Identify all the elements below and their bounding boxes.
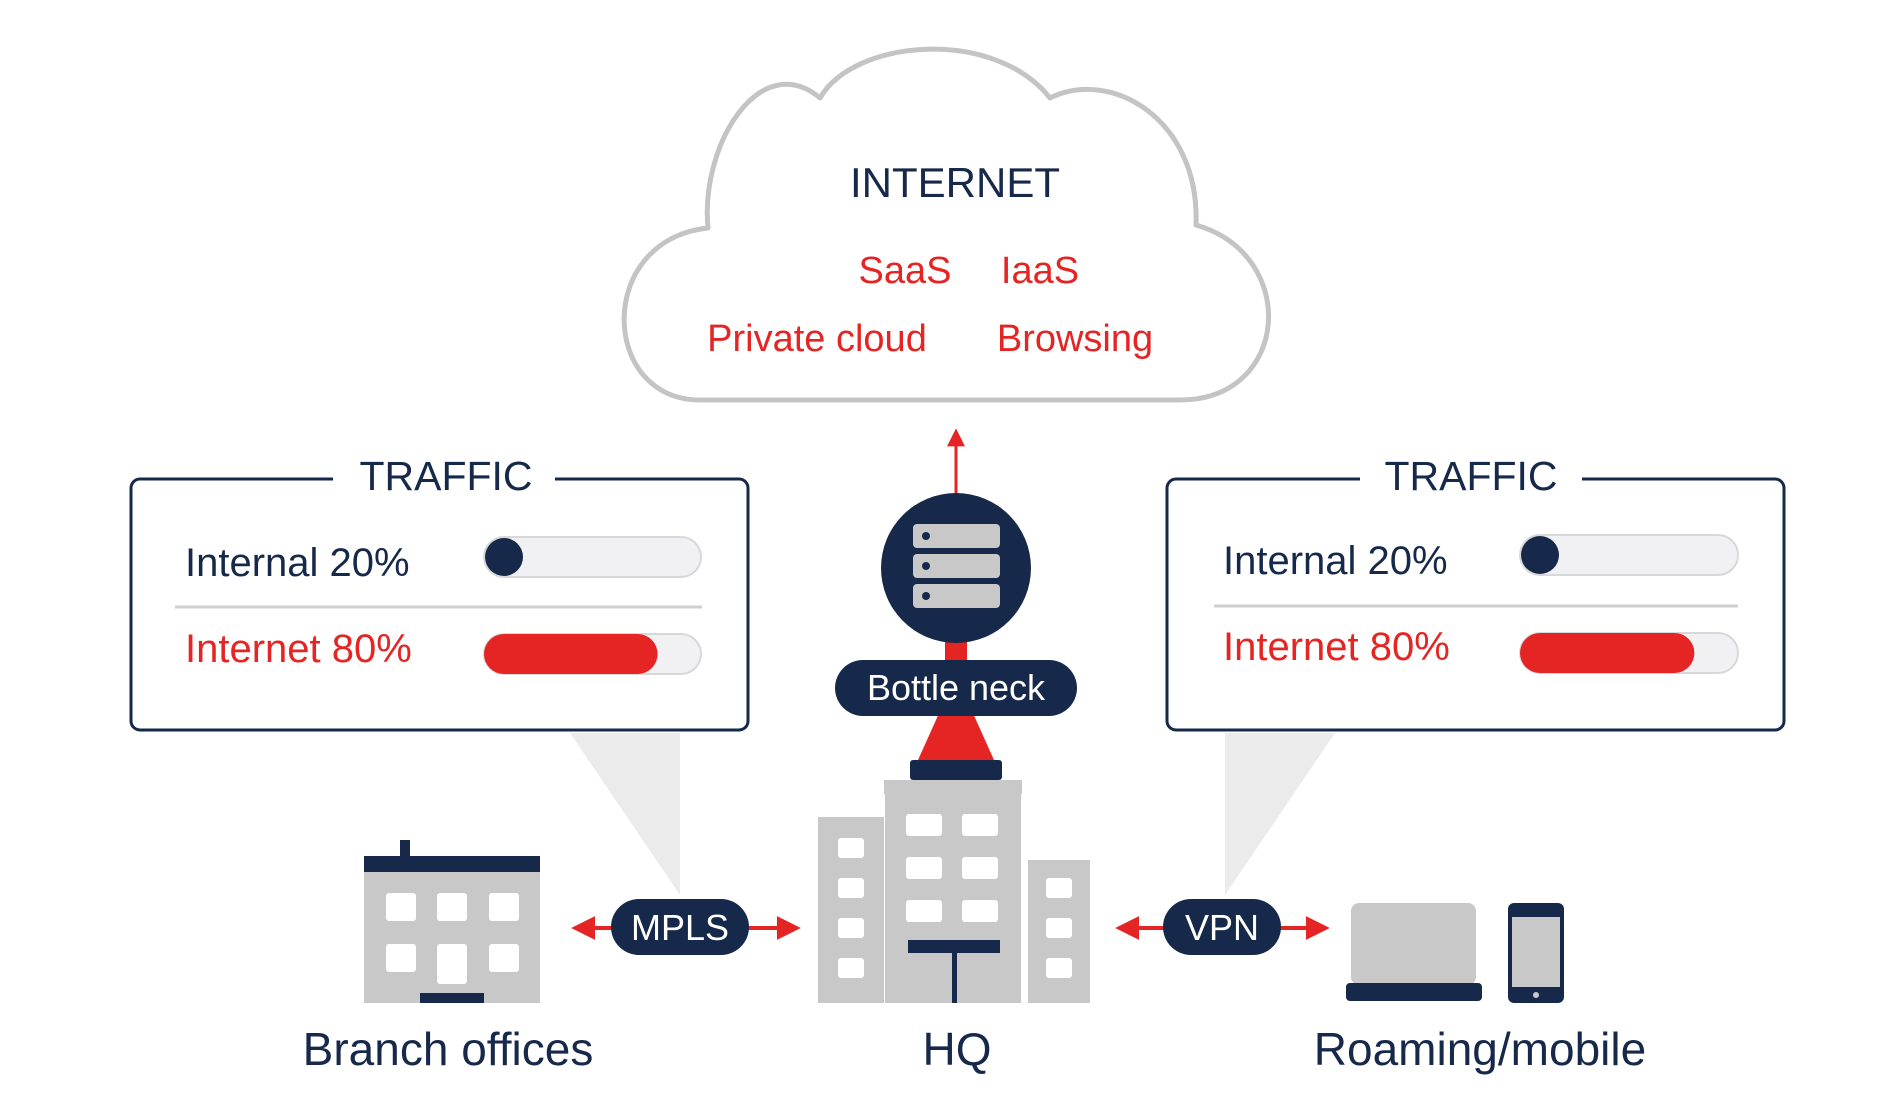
- mpls-link: MPLS: [571, 899, 801, 955]
- cloud-shape: [621, 46, 1271, 403]
- traffic-bar-internet: [1519, 632, 1739, 674]
- bar-fill: [1520, 633, 1695, 673]
- cloud-service-saas: SaaS: [859, 250, 952, 292]
- traffic-bar-internal: [483, 536, 702, 578]
- server-icon: [913, 524, 1000, 608]
- cloud-service-browsing: Browsing: [997, 318, 1153, 360]
- left-panel-callout: [570, 733, 680, 895]
- bar-track: [1519, 534, 1739, 576]
- cloud-service-iaas: IaaS: [1001, 250, 1079, 292]
- traffic-bar-internet: [483, 633, 702, 675]
- cloud-title: INTERNET: [850, 159, 1060, 206]
- panel-title: TRAFFIC: [359, 453, 532, 499]
- panel-frame: [129, 477, 750, 732]
- vpn-badge: [1163, 899, 1281, 955]
- laptop-icon: [1346, 903, 1482, 1001]
- traffic-row-internal-label: Internal 20%: [185, 541, 410, 585]
- hq-label: HQ: [923, 1023, 992, 1075]
- bar-fill: [485, 538, 523, 576]
- traffic-bar-internal: [1519, 534, 1739, 576]
- branch-offices-label: Branch offices: [303, 1023, 594, 1075]
- hq-entrance: [908, 940, 1000, 953]
- hq-building: [818, 780, 1090, 1003]
- bottleneck-badge: [835, 660, 1077, 716]
- traffic-panel-left: TRAFFIC Internal 20% Internet 80%: [129, 453, 750, 732]
- traffic-row-internet-label: Internet 80%: [185, 627, 412, 671]
- bottleneck-funnel: [918, 700, 994, 760]
- mobile-phone-icon: [1508, 903, 1564, 1003]
- bottleneck-badge-label: Bottle neck: [867, 667, 1046, 708]
- bar-fill: [1521, 536, 1559, 574]
- traffic-row-internet-label: Internet 80%: [1223, 625, 1450, 669]
- bottleneck-server: Bottle neck: [835, 428, 1077, 780]
- bar-fill: [484, 634, 658, 674]
- internet-cloud: INTERNET SaaS IaaS Private cloud Browsin…: [621, 46, 1271, 403]
- traffic-panel-right: TRAFFIC Internal 20% Internet 80%: [1165, 453, 1786, 732]
- mpls-badge: [611, 899, 749, 955]
- panel-title: TRAFFIC: [1384, 453, 1557, 499]
- mpls-label: MPLS: [631, 907, 729, 948]
- roaming-mobile-label: Roaming/mobile: [1314, 1023, 1646, 1075]
- right-panel-callout: [1225, 733, 1335, 895]
- bar-track: [483, 536, 702, 578]
- cloud-service-private-cloud: Private cloud: [707, 318, 927, 360]
- branch-office-building: [364, 840, 540, 1003]
- vpn-link: VPN: [1115, 899, 1330, 955]
- vpn-label: VPN: [1185, 907, 1259, 948]
- traffic-row-internal-label: Internal 20%: [1223, 539, 1448, 583]
